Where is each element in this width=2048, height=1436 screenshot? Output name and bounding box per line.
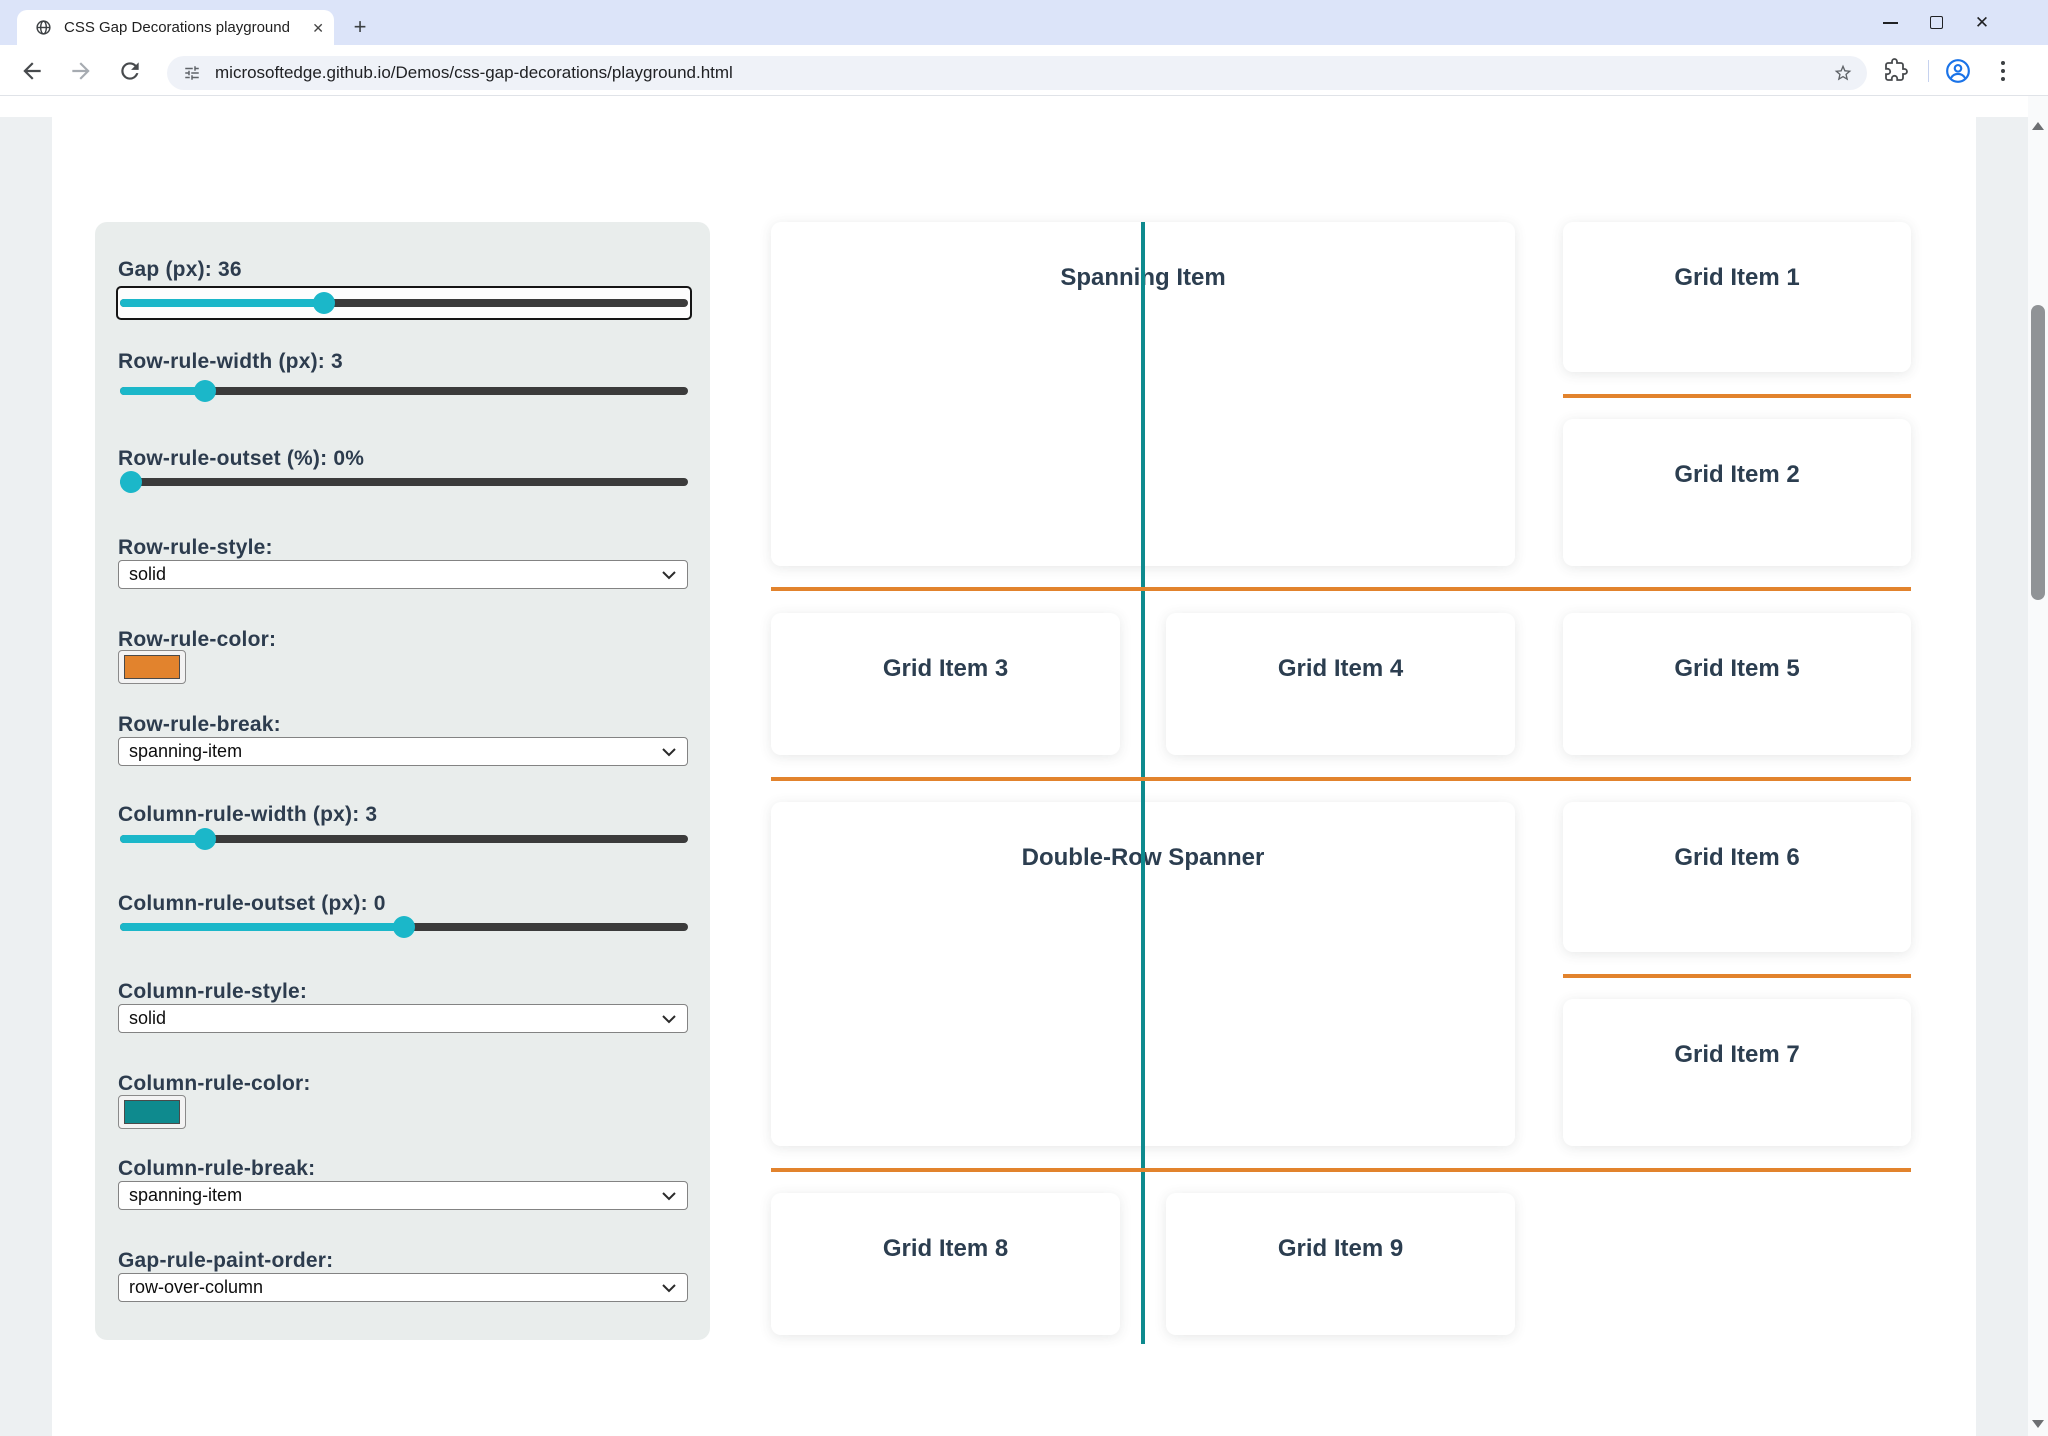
grid-item-9: Grid Item 9 — [1166, 1193, 1515, 1335]
controls-panel: Gap (px): 36 Row-rule-width (px): 3 Row-… — [95, 222, 710, 1340]
maximize-icon — [1929, 16, 1943, 29]
column-rule-break-select[interactable]: spanning-item — [118, 1181, 688, 1210]
slider-thumb[interactable] — [313, 292, 336, 314]
grid-item-6: Grid Item 6 — [1563, 802, 1911, 952]
column-rule-break-label: Column-rule-break: — [118, 1157, 316, 1180]
slider-track — [120, 299, 688, 307]
slider-track — [120, 835, 688, 843]
grid-item-8: Grid Item 8 — [771, 1193, 1120, 1335]
slider-thumb[interactable] — [194, 828, 217, 850]
gap-slider[interactable] — [116, 286, 692, 320]
row-rule-full-1 — [771, 587, 1911, 591]
grid-item-5: Grid Item 5 — [1563, 613, 1911, 755]
grid-item-3: Grid Item 3 — [771, 613, 1120, 755]
column-rule-color-input[interactable] — [118, 1095, 186, 1129]
globe-favicon-icon — [36, 20, 51, 35]
close-icon: ✕ — [1974, 13, 1990, 32]
page-background-right — [1976, 117, 2028, 1436]
grid-item-7: Grid Item 7 — [1563, 999, 1911, 1146]
grid-item-1: Grid Item 1 — [1563, 222, 1911, 372]
scrollbar-thumb[interactable] — [2031, 305, 2045, 600]
browser-tab[interactable]: CSS Gap Decorations playground ✕ — [17, 10, 334, 45]
slider-fill — [120, 299, 325, 307]
url-text[interactable]: microsoftedge.github.io/Demos/css-gap-de… — [215, 63, 733, 82]
page-main: Grid Layout Gap (px): 36 Row-rule-width … — [52, 96, 1976, 1436]
slider-fill — [120, 387, 206, 395]
row-rule-col3-row4 — [1563, 974, 1911, 978]
grid-playground: .vrule[data-name="column-rule-row3-segme… — [771, 222, 1911, 1344]
forward-button[interactable] — [68, 58, 94, 84]
new-tab-button[interactable]: + — [353, 14, 367, 39]
scroll-up-arrow-icon[interactable] — [2032, 122, 2044, 130]
scroll-down-arrow-icon[interactable] — [2032, 1420, 2044, 1428]
vertical-scrollbar[interactable] — [2028, 96, 2048, 1436]
column-rule-style-label: Column-rule-style: — [118, 980, 308, 1003]
column-rule-main — [1141, 222, 1145, 1344]
column-rule-width-label: Column-rule-width (px): 3 — [118, 803, 378, 826]
column-rule-color-swatch — [124, 1100, 180, 1124]
row-rule-style-label: Row-rule-style: — [118, 536, 273, 559]
chevron-down-icon — [662, 747, 676, 756]
slider-track — [120, 387, 688, 395]
bookmark-star-icon[interactable] — [1833, 63, 1853, 83]
row-rule-break-label: Row-rule-break: — [118, 713, 281, 736]
row-rule-outset-slider[interactable] — [120, 471, 688, 493]
column-rule-style-select[interactable]: solid — [118, 1004, 688, 1033]
tab-strip: CSS Gap Decorations playground ✕ + ✕ — [0, 0, 2048, 45]
row-rule-outset-label: Row-rule-outset (%): 0% — [118, 447, 365, 470]
window-close-button[interactable]: ✕ — [1959, 0, 2005, 45]
column-rule-row3-segment — [1141, 613, 1145, 755]
grid-item-2: Grid Item 2 — [1563, 419, 1911, 566]
row-rule-color-label: Row-rule-color: — [118, 628, 277, 651]
row-rule-width-slider[interactable] — [120, 380, 688, 402]
column-rule-width-slider[interactable] — [120, 828, 688, 850]
chevron-down-icon — [662, 1191, 676, 1200]
gap-rule-paint-order-label: Gap-rule-paint-order: — [118, 1249, 334, 1272]
window-maximize-button[interactable] — [1913, 0, 1959, 45]
row-rule-full-3 — [771, 1168, 1911, 1172]
gap-rule-paint-order-select[interactable]: row-over-column — [118, 1273, 688, 1302]
slider-fill — [120, 923, 404, 931]
chevron-down-icon — [662, 1014, 676, 1023]
row-rule-full-2 — [771, 777, 1911, 781]
column-rule-row6-segment — [1141, 1193, 1145, 1344]
gap-label: Gap (px): 36 — [118, 258, 242, 281]
toolbar-divider — [1928, 60, 1929, 82]
row-rule-style-select[interactable]: solid — [118, 560, 688, 589]
slider-thumb[interactable] — [393, 916, 415, 938]
back-button[interactable] — [19, 58, 45, 84]
profile-avatar-icon[interactable] — [1945, 58, 1971, 84]
column-rule-outset-label: Column-rule-outset (px): 0 — [118, 892, 386, 915]
tune-icon[interactable] — [183, 64, 201, 82]
address-bar[interactable]: microsoftedge.github.io/Demos/css-gap-de… — [167, 56, 1867, 90]
slider-fill — [120, 835, 206, 843]
slider-track — [120, 478, 688, 486]
refresh-button[interactable] — [117, 58, 143, 84]
row-rule-color-input[interactable] — [118, 650, 186, 684]
row-rule-break-select[interactable]: spanning-item — [118, 737, 688, 766]
slider-thumb[interactable] — [194, 380, 217, 402]
column-rule-outset-slider[interactable] — [120, 916, 688, 938]
tab-close-icon[interactable]: ✕ — [312, 19, 324, 36]
browser-menu-icon[interactable] — [1998, 59, 2008, 83]
window-minimize-button[interactable] — [1867, 0, 1913, 45]
row-rule-col3-row1 — [1563, 394, 1911, 398]
chevron-down-icon — [662, 1283, 676, 1292]
minimize-icon — [1882, 21, 1898, 24]
row-rule-color-swatch — [124, 655, 180, 679]
extensions-icon[interactable] — [1884, 58, 1908, 82]
grid-item-4: Grid Item 4 — [1166, 613, 1515, 755]
tab-title: CSS Gap Decorations playground — [64, 19, 290, 36]
slider-thumb[interactable] — [120, 471, 142, 493]
page-background-left — [0, 117, 52, 1436]
row-rule-width-label: Row-rule-width (px): 3 — [118, 350, 343, 373]
column-rule-color-label: Column-rule-color: — [118, 1072, 311, 1095]
chevron-down-icon — [662, 570, 676, 579]
